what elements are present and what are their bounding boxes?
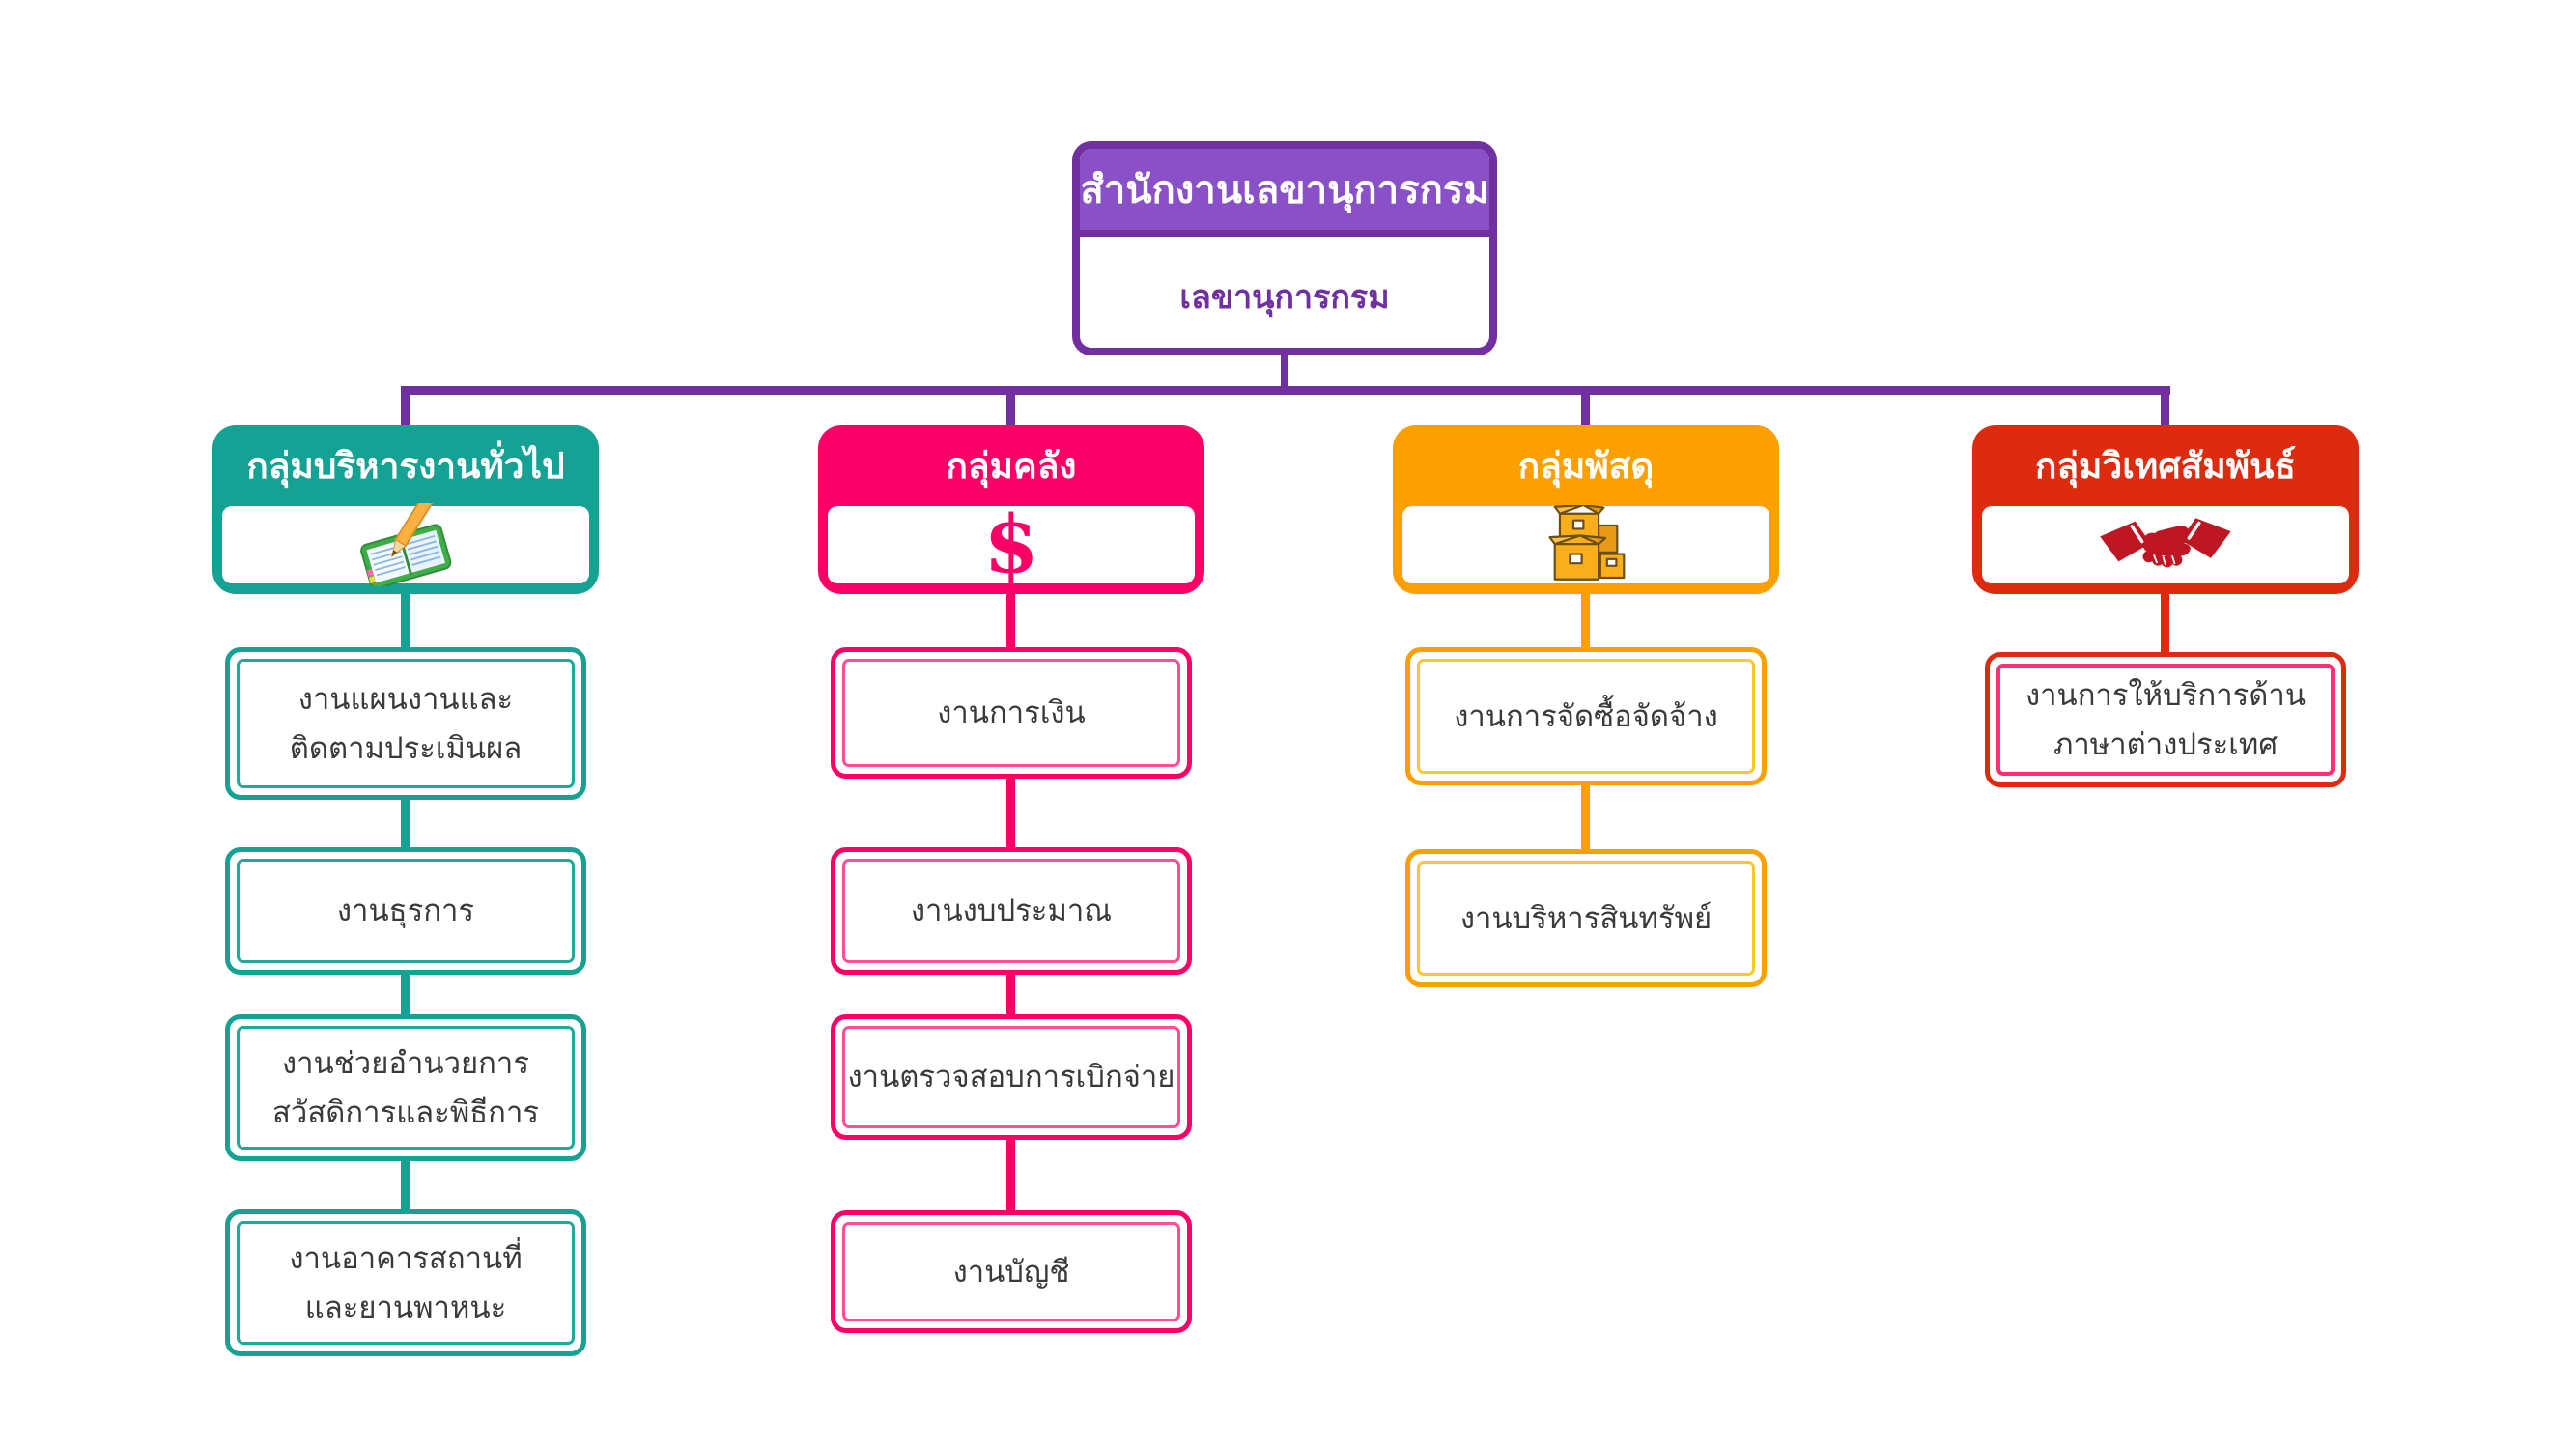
task-label: งานบริหารสินทรัพย์	[1417, 861, 1755, 976]
connector-stem	[401, 1161, 410, 1210]
connector-stem	[1006, 594, 1015, 648]
connector-stem	[401, 800, 410, 848]
task-box: งานการจัดซื้อจัดจ้าง	[1405, 647, 1767, 785]
task-label: งานแผนงานและ ติดตามประเมินผล	[237, 659, 575, 788]
connector-drop-4	[2161, 390, 2169, 426]
task-box: งานช่วยอำนวยการ สวัสดิการและพิธีการ	[225, 1014, 586, 1161]
connector-stem	[1581, 594, 1590, 648]
task-label: งานการให้บริการด้าน ภาษาต่างประเทศ	[1996, 664, 2335, 776]
group-title: กลุ่มวิเทศสัมพันธ์	[2034, 445, 2296, 486]
group-title: กลุ่มคลัง	[946, 445, 1077, 486]
boxes-icon	[1548, 505, 1626, 581]
task-label: งานงบประมาณ	[842, 859, 1180, 963]
connector-horizontal	[401, 386, 2170, 395]
task-label: งานการเงิน	[842, 659, 1180, 767]
connector-drop-3	[1581, 390, 1590, 426]
group-box-finance: กลุ่มคลัง $	[818, 425, 1204, 594]
task-box: งานการเงิน	[831, 647, 1192, 779]
group-box-general-admin: กลุ่มบริหารงานทั่วไป	[212, 425, 599, 594]
handshake-icon	[2100, 518, 2231, 568]
connector-stem	[401, 975, 410, 1015]
task-box: งานอาคารสถานที่ และยานพาหนะ	[225, 1209, 586, 1356]
connector-stem	[401, 594, 410, 648]
task-label: งานตรวจสอบการเบิกจ่าย	[842, 1026, 1180, 1128]
task-box: งานแผนงานและ ติดตามประเมินผล	[225, 647, 586, 800]
task-label: งานการจัดซื้อจัดจ้าง	[1417, 659, 1755, 774]
task-label: งานธุรการ	[237, 859, 575, 963]
root-box: สำนักงานเลขานุการกรม เลขานุการกรม	[1072, 141, 1497, 355]
connector-drop-2	[1006, 390, 1015, 426]
group-title: กลุ่มบริหารงานทั่วไป	[246, 445, 565, 486]
connector-stem	[1006, 975, 1015, 1015]
group-icon-area	[1402, 505, 1769, 583]
root-box-title: สำนักงานเลขานุการกรม	[1080, 149, 1489, 237]
task-label: งานช่วยอำนวยการ สวัสดิการและพิธีการ	[237, 1026, 575, 1150]
task-box: งานการให้บริการด้าน ภาษาต่างประเทศ	[1985, 652, 2346, 787]
task-label: งานบัญชี	[842, 1222, 1180, 1321]
connector-root-stem	[1281, 355, 1288, 390]
task-box: งานบัญชี	[831, 1210, 1192, 1333]
group-box-supplies: กลุ่มพัสดุ	[1393, 425, 1779, 594]
group-icon-area	[222, 503, 589, 586]
task-label: งานอาคารสถานที่ และยานพาหนะ	[237, 1221, 575, 1345]
root-box-subtitle: เลขานุการกรม	[1179, 278, 1390, 316]
task-box: งานงบประมาณ	[831, 847, 1192, 975]
dollar-icon: $	[983, 498, 1039, 591]
connector-stem	[1581, 785, 1590, 849]
notebook-pencil-icon	[360, 503, 452, 586]
group-title: กลุ่มพัสดุ	[1517, 445, 1655, 486]
connector-stem	[2161, 594, 2169, 652]
task-box: งานธุรการ	[225, 847, 586, 975]
task-box: งานบริหารสินทรัพย์	[1405, 849, 1767, 987]
group-box-foreign-relations: กลุ่มวิเทศสัมพันธ์	[1972, 425, 2359, 594]
connector-stem	[1006, 779, 1015, 848]
connector-drop-1	[401, 390, 410, 426]
group-icon-area	[1982, 506, 2349, 583]
group-icon-area: $	[828, 498, 1195, 591]
connector-stem	[1006, 1140, 1015, 1210]
task-box: งานตรวจสอบการเบิกจ่าย	[831, 1014, 1192, 1140]
